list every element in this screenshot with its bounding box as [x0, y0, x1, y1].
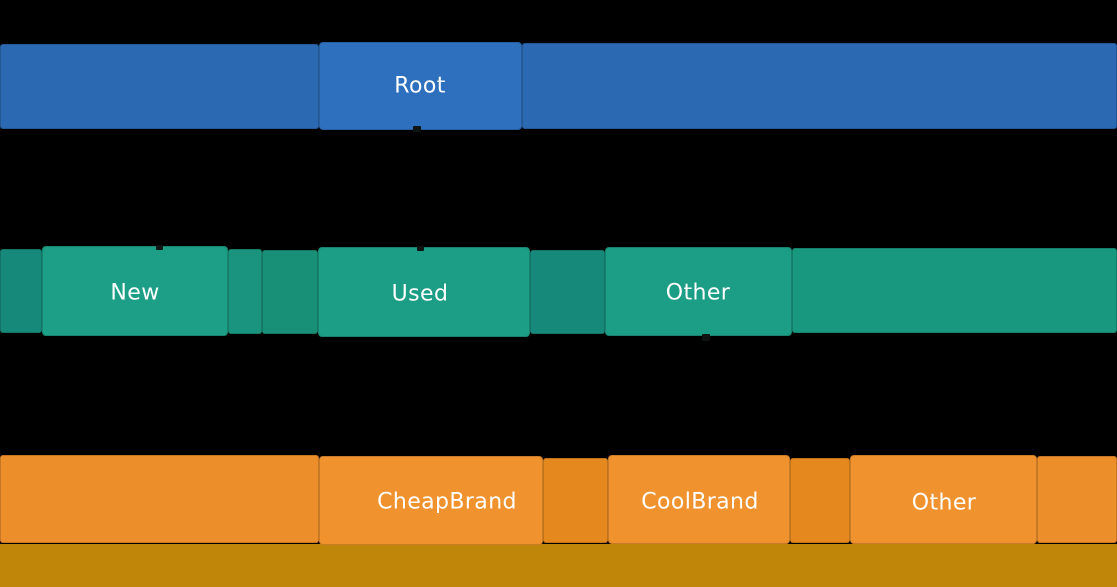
- coolbrand-node[interactable]: [608, 455, 790, 544]
- brand-filler-b[interactable]: [790, 458, 850, 543]
- condition-filler-d[interactable]: [530, 250, 605, 334]
- condition-filler-c[interactable]: [262, 250, 318, 334]
- other-condition-node[interactable]: [605, 247, 792, 336]
- cheapbrand-node[interactable]: [319, 456, 543, 545]
- clipped-next-level-strip[interactable]: [0, 544, 1117, 587]
- brand-base-left[interactable]: [0, 455, 319, 543]
- other-brand-node[interactable]: [850, 455, 1037, 544]
- condition-filler-e[interactable]: [792, 248, 1117, 333]
- root-node[interactable]: [319, 42, 522, 130]
- condition-filler-b[interactable]: [228, 249, 262, 334]
- new-top-anchor: [156, 245, 163, 250]
- brand-base-right[interactable]: [1037, 456, 1117, 543]
- root-left-sibling-rect[interactable]: [0, 44, 319, 129]
- brand-filler-a[interactable]: [543, 458, 608, 543]
- root-right-sibling-rect[interactable]: [522, 43, 1117, 129]
- used-node[interactable]: [318, 247, 530, 337]
- root-bottom-anchor: [413, 126, 421, 132]
- other-condition-bottom-anchor: [702, 334, 710, 341]
- new-node[interactable]: [42, 246, 228, 336]
- used-top-anchor: [417, 246, 424, 251]
- condition-filler-a[interactable]: [0, 249, 42, 333]
